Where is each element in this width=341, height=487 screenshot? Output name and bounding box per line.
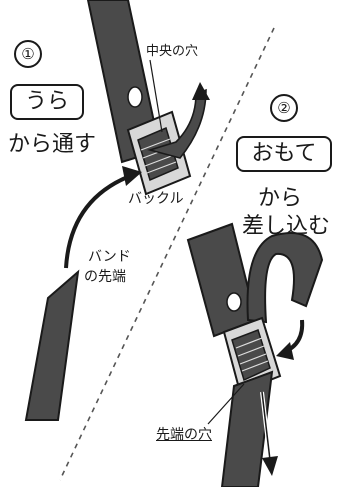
step2-action-line1: から bbox=[258, 186, 303, 211]
tip-hole-label: 先端の穴 bbox=[156, 427, 212, 443]
step1-number: ① bbox=[14, 40, 42, 68]
band-tip-label-1: バンド bbox=[88, 249, 131, 265]
band-loop bbox=[246, 232, 324, 324]
band-hole bbox=[127, 86, 143, 108]
divider-line bbox=[59, 27, 275, 481]
step2-action-line2: 差し込む bbox=[242, 214, 331, 239]
curve-arrow-step1 bbox=[64, 174, 131, 269]
band-tip bbox=[24, 269, 80, 421]
buckle-label: バックル bbox=[128, 191, 184, 207]
step1-tag: うら bbox=[10, 84, 84, 120]
step2-number: ② bbox=[270, 94, 298, 122]
band-tip-label-2: の先端 bbox=[84, 269, 126, 285]
band-step2-main bbox=[186, 222, 258, 338]
up-arrow bbox=[192, 82, 210, 100]
center-hole-label: 中央の穴 bbox=[146, 44, 199, 59]
band-step2-lower bbox=[220, 370, 274, 487]
step1-action: から通す bbox=[8, 132, 97, 157]
step2-tag: おもて bbox=[236, 136, 332, 172]
